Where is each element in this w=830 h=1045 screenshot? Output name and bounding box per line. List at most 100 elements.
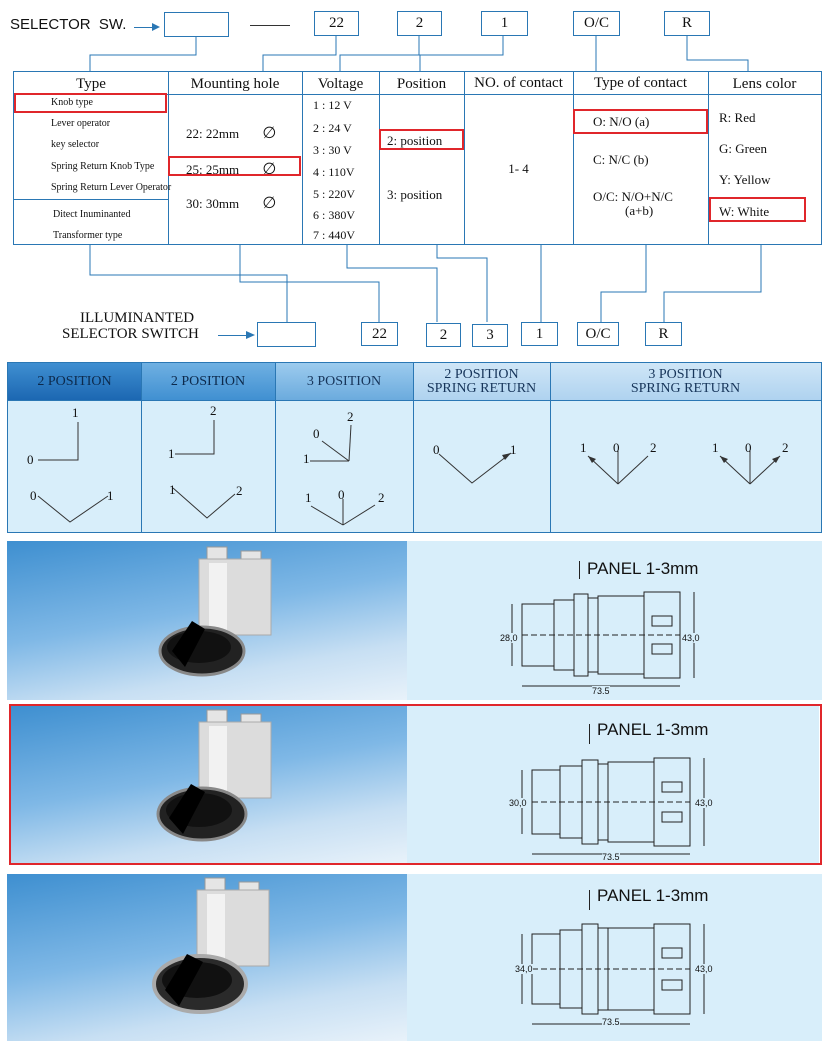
code-field-position[interactable]: 1 xyxy=(481,11,528,36)
header-type-of-contact: Type of contact xyxy=(593,75,688,91)
d5a-label-1: 1 xyxy=(580,440,587,455)
dim-length-3: 73.5 xyxy=(602,1017,620,1027)
header-voltage: Voltage xyxy=(317,76,364,92)
voltage-6: 6 : 380V xyxy=(313,208,355,222)
selected-2-position xyxy=(379,129,464,150)
product-photo-3 xyxy=(7,874,407,1041)
arrow-icon xyxy=(588,456,596,463)
hole-30: 30: 30mm ∅ xyxy=(186,195,277,212)
selector-switch-image xyxy=(158,546,272,677)
product-photo-2 xyxy=(11,706,407,863)
illum-field-contact-type[interactable]: O/C xyxy=(577,322,619,346)
illum-field-position[interactable]: 3 xyxy=(472,324,508,347)
pos-header-1: 2 POSITION xyxy=(37,374,112,389)
type-lever-operator: Lever operator xyxy=(51,118,111,129)
code-dash xyxy=(250,25,290,26)
dimension-drawing xyxy=(521,923,705,1025)
contact-ab: (a+b) xyxy=(625,203,654,218)
code-field-hole[interactable]: 22 xyxy=(314,11,359,36)
type-key-selector: key selector xyxy=(51,139,100,150)
illum-field-lens[interactable]: R xyxy=(645,322,682,346)
d3a-label-2: 2 xyxy=(347,409,354,424)
pos-header-3: 3 POSITION xyxy=(306,374,382,389)
dim-height-1: 43,0 xyxy=(682,633,700,643)
d3b-label-2: 2 xyxy=(378,490,385,505)
dim-length-1: 73.5 xyxy=(592,686,610,696)
code-field-type[interactable] xyxy=(164,12,229,37)
lens-yellow: Y: Yellow xyxy=(719,172,771,187)
dimension-drawing xyxy=(521,757,705,855)
selected-25mm xyxy=(168,156,301,176)
selector-switch-image xyxy=(156,709,272,842)
pos-header-2: 2 POSITION xyxy=(170,374,246,389)
type-transformer: Transformer type xyxy=(53,230,123,241)
type-spring-knob: Spring Return Knob Type xyxy=(51,161,155,172)
position-diagram-panel: 2 POSITION 2 POSITION 3 POSITION 2 POSIT… xyxy=(7,362,822,533)
d1a-label-0: 0 xyxy=(27,452,34,467)
d4-label-0: 0 xyxy=(433,442,440,457)
contact-no: O: N/O (a) xyxy=(593,114,650,129)
dim-length-2: 73.5 xyxy=(602,852,620,862)
dim-dia-2: 30,0 xyxy=(509,798,527,808)
voltage-1: 1 : 12 V xyxy=(313,98,352,112)
code-field-contact[interactable]: O/C xyxy=(573,11,620,36)
d3b-label-1: 1 xyxy=(305,490,312,505)
type-knob: Knob type xyxy=(51,97,93,108)
header-mounting-hole: Mounting hole xyxy=(190,76,280,92)
code-field-voltage[interactable]: 2 xyxy=(397,11,442,36)
spec-table: Type Mounting hole Voltage Position NO. … xyxy=(13,71,822,245)
lens-green: G: Green xyxy=(719,141,768,156)
d5a-label-0: 0 xyxy=(613,440,620,455)
hole-22: 22: 22mm ∅ xyxy=(186,125,277,142)
arrow-line xyxy=(218,335,248,336)
selected-white xyxy=(709,197,806,222)
selector-title: SELECTOR SW. xyxy=(10,16,127,33)
d2a-label-1: 1 xyxy=(168,446,175,461)
d2b-label-2: 2 xyxy=(236,483,243,498)
d2b-label-1: 1 xyxy=(169,482,176,497)
code-field-lens[interactable]: R xyxy=(664,11,710,36)
product-drawing-1: PANEL 1-3mm 28,0 43,0 73.5 xyxy=(407,541,822,700)
illum-field-hole[interactable]: 22 xyxy=(361,322,398,346)
voltage-7: 7 : 440V xyxy=(313,228,355,242)
d5b-label-0: 0 xyxy=(745,440,752,455)
position-3: 3: position xyxy=(387,187,443,202)
d3a-label-1: 1 xyxy=(303,451,310,466)
contact-nc: C: N/C (b) xyxy=(593,152,649,167)
illum-field-contact[interactable]: 1 xyxy=(521,322,558,346)
d2a-label-2: 2 xyxy=(210,403,217,418)
voltage-4: 4 : 110V xyxy=(313,165,355,179)
header-position: Position xyxy=(396,76,447,92)
panel-arrow-icon xyxy=(589,724,590,744)
arrow-icon xyxy=(772,456,780,463)
type-spring-lever: Spring Return Lever Operator xyxy=(51,182,172,193)
header-no-of-contact: NO. of contact xyxy=(474,75,563,91)
dim-dia-3: 34,0 xyxy=(515,964,533,974)
d3a-label-0: 0 xyxy=(313,426,320,441)
diameter-icon: ∅ xyxy=(262,125,277,142)
panel-arrow-icon xyxy=(579,561,580,579)
dim-height-3: 43,0 xyxy=(695,964,713,974)
position-2: 2: position xyxy=(387,133,443,148)
diameter-icon: ∅ xyxy=(262,195,277,212)
panel-label-1: PANEL 1-3mm xyxy=(587,559,699,578)
dim-dia-1: 28,0 xyxy=(500,633,518,643)
top-connectors xyxy=(89,36,749,71)
product-drawing-2: PANEL 1-3mm 30,0 43,0 73.5 xyxy=(407,706,819,863)
contact-no-nc: O/C: N/O+N/C xyxy=(593,189,673,204)
lens-red: R: Red xyxy=(719,110,756,125)
product-photo-1 xyxy=(7,541,407,700)
type-ditect-illuminated: Ditect Inuminanted xyxy=(53,209,131,220)
d5a-label-2: 2 xyxy=(650,440,657,455)
d5b-label-2: 2 xyxy=(782,440,789,455)
dim-height-2: 43,0 xyxy=(695,798,713,808)
selected-no-a xyxy=(573,109,708,134)
illum-field-voltage[interactable]: 2 xyxy=(426,323,461,347)
d1a-label-1: 1 xyxy=(72,405,79,420)
arrow-head-icon xyxy=(152,23,160,31)
illum-field-type[interactable] xyxy=(257,322,316,347)
d1b-label-1: 1 xyxy=(107,488,114,503)
selected-product-row xyxy=(9,704,822,865)
